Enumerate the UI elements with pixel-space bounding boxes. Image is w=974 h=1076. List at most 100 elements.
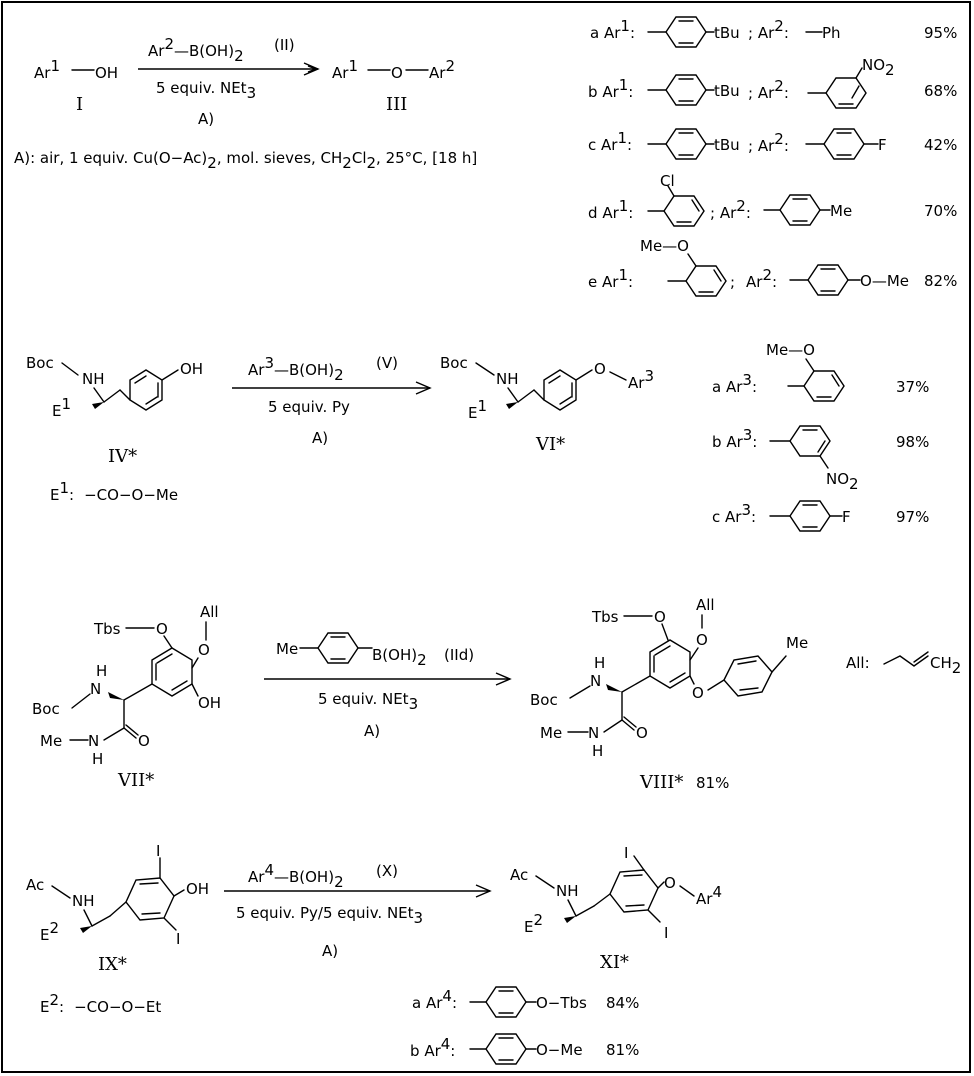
svg-text:b Ar4:: b Ar4: — [410, 1035, 455, 1060]
svg-text:N: N — [90, 680, 101, 698]
svg-text:5 equiv. Py/5 equiv. NEt3: 5 equiv. Py/5 equiv. NEt3 — [236, 904, 423, 927]
svg-text:; Ar2:: ; Ar2: — [710, 197, 751, 222]
svg-text:E2: E2 — [40, 919, 59, 944]
reagent-py: 5 equiv. Py — [268, 398, 350, 416]
e1-definition: E1:−CO−O−Me — [50, 479, 178, 504]
svg-text:O: O — [692, 684, 704, 702]
yield-1e: 82% — [924, 272, 957, 290]
svg-text:E1: E1 — [468, 397, 487, 422]
entry-2a: a Ar3: Me—O 37% — [712, 341, 929, 402]
entry-4b: b Ar4: O−Me 81% — [410, 1033, 639, 1065]
svg-text:Me: Me — [830, 202, 852, 220]
svg-text:NH: NH — [496, 370, 519, 388]
benzene-ring — [649, 639, 691, 689]
compound-label-I: I — [76, 94, 83, 115]
compound-label-III: III — [386, 94, 407, 115]
svg-text:O: O — [696, 631, 708, 649]
yield-1a: 95% — [924, 24, 957, 42]
condition-ref-A: A) — [198, 110, 214, 128]
svg-text:Ar4: Ar4 — [696, 883, 722, 908]
reagent-ar3-boronic: Ar3—B(OH)2 — [248, 354, 344, 384]
svg-text:NH: NH — [72, 892, 95, 910]
svg-text:NO2: NO2 — [862, 56, 895, 79]
entry-2c: c Ar3: F 97% — [712, 500, 929, 532]
yield-2a: 37% — [896, 378, 929, 396]
reaction-arrow-2 — [232, 381, 432, 395]
svg-text:O: O — [156, 620, 168, 638]
svg-text:All: All — [200, 603, 219, 621]
svg-text:CH2: CH2 — [930, 654, 961, 677]
svg-text:F: F — [842, 508, 851, 526]
svg-text:Boc: Boc — [440, 354, 468, 372]
reactant-ar1: Ar1 — [34, 57, 60, 82]
svg-text:a Ar4:: a Ar4: — [412, 987, 457, 1012]
condition-ref-A-3: A) — [364, 722, 380, 740]
reaction-arrow-3 — [264, 672, 512, 686]
e1-label: E1 — [52, 395, 71, 420]
reagent-boronic-iid: B(OH)2 — [372, 646, 427, 669]
compound-label-IId: (IId) — [444, 646, 474, 664]
entry-4a: a Ar4: O−Tbs 84% — [412, 986, 639, 1018]
allyl-chain — [883, 655, 929, 667]
entry-1d: d Ar1: Cl ; Ar2: Me 70% — [588, 172, 957, 227]
svg-text:a Ar1:: a Ar1: — [590, 17, 635, 42]
svg-text:Me: Me — [276, 640, 298, 658]
yield-4a: 84% — [606, 994, 639, 1012]
svg-text:N: N — [588, 724, 599, 742]
svg-text:I: I — [664, 924, 668, 942]
product-o: O — [391, 64, 403, 82]
compound-label-V: (V) — [376, 354, 398, 372]
svg-text:OH: OH — [186, 880, 209, 898]
svg-text:; Ar2:: ; Ar2: — [748, 77, 789, 102]
svg-text:tBu: tBu — [714, 24, 740, 42]
svg-text:O: O — [198, 641, 210, 659]
oh-label: OH — [180, 360, 203, 378]
svg-text:NO2: NO2 — [826, 470, 859, 493]
svg-text:H: H — [92, 750, 103, 768]
aryl-me-label: Me — [786, 634, 808, 652]
svg-text:OH: OH — [198, 694, 221, 712]
yield-1b: 68% — [924, 82, 957, 100]
condition-ref-A-2: A) — [312, 429, 328, 447]
reagent-net3: 5 equiv. NEt3 — [156, 79, 256, 102]
entry-1b: b Ar1: tBu ; Ar2: NO2 68% — [588, 56, 957, 109]
conditions-note: A): air, 1 equiv. Cu(O−Ac)2, mol. sieves… — [14, 149, 477, 172]
svg-text:;: ; — [730, 273, 735, 291]
svg-text:a Ar3:: a Ar3: — [712, 371, 757, 396]
reactant-oh: OH — [95, 64, 118, 82]
compound-label-II: (II) — [274, 36, 295, 54]
svg-text:O−Tbs: O−Tbs — [536, 994, 587, 1012]
svg-text:Me—O: Me—O — [766, 341, 815, 359]
svg-text:b Ar3:: b Ar3: — [712, 426, 757, 451]
svg-text:NH: NH — [556, 882, 579, 900]
compound-label-VII: VII* — [117, 770, 154, 791]
svg-text:I: I — [624, 844, 628, 862]
svg-text:H: H — [96, 662, 107, 680]
svg-text:Me: Me — [40, 732, 62, 750]
yield-VIII: 81% — [696, 774, 729, 792]
svg-text:Ac: Ac — [510, 866, 528, 884]
scheme-1: Ar1 OH I Ar2—B(OH)2 (II) 5 equiv. NEt3 A… — [14, 16, 957, 297]
entry-1a: a Ar1: tBu ; Ar2: Ph 95% — [590, 16, 957, 48]
svg-text:e Ar1:: e Ar1: — [588, 266, 633, 291]
svg-text:Cl: Cl — [660, 172, 675, 190]
compound-label-X: (X) — [376, 862, 398, 880]
benzene-ring — [789, 425, 831, 457]
entry-1e: e Ar1: Me—O ; Ar2: O—Me 82% — [588, 237, 957, 297]
compound-label-XI: XI* — [600, 952, 629, 973]
reagent-ar2-boronic: Ar2—B(OH)2 — [148, 35, 244, 65]
svg-text:d Ar1:: d Ar1: — [588, 197, 633, 222]
svg-text:H: H — [592, 742, 603, 760]
e2-definition: E2:−CO−O−Et — [40, 991, 161, 1016]
product-ar2: Ar2 — [429, 57, 455, 82]
svg-text:O: O — [636, 724, 648, 742]
svg-text:O—Me: O—Me — [860, 272, 909, 290]
svg-text:Ph: Ph — [822, 24, 841, 42]
svg-text:F: F — [878, 136, 887, 154]
all-definition: All: — [846, 654, 870, 672]
svg-text:Ar3: Ar3 — [628, 367, 654, 392]
svg-text:I: I — [176, 930, 180, 948]
svg-text:O: O — [138, 732, 150, 750]
svg-text:N: N — [590, 672, 601, 690]
svg-text:N: N — [88, 732, 99, 750]
